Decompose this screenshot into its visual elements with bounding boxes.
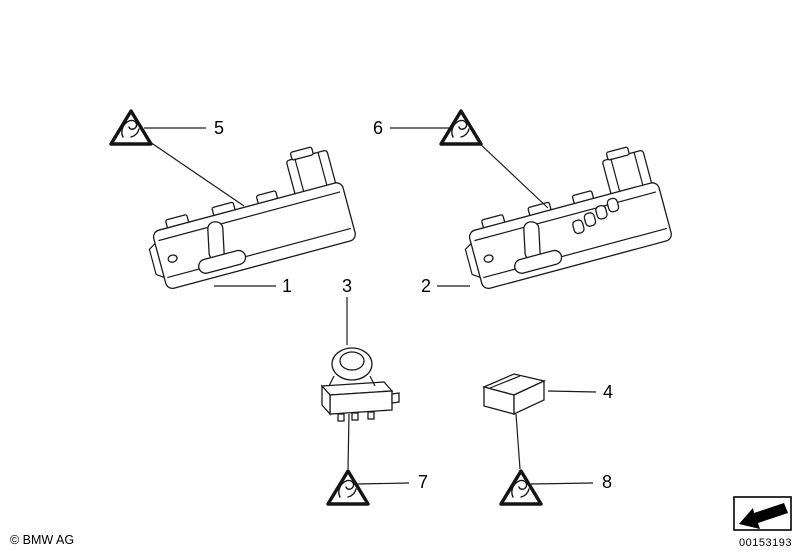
leader-line-4-to-triangle-8	[515, 413, 521, 470]
warning-triangle-7-icon	[326, 469, 370, 506]
memory-buttons	[572, 197, 620, 235]
callout-label-2[interactable]: 2	[420, 276, 432, 296]
callout-lines	[144, 127, 597, 485]
leader-line-6-to-switch	[477, 141, 549, 209]
right-seat-switch-drawing	[449, 141, 674, 293]
image-number: 00153193	[739, 537, 792, 549]
pin	[337, 413, 345, 422]
pin	[351, 412, 359, 421]
left-seat-switch-drawing	[133, 141, 358, 293]
callout-label-5[interactable]: 5	[213, 118, 225, 138]
copyright-notice: © BMW AG	[10, 533, 75, 547]
callout-label-4[interactable]: 4	[602, 382, 614, 402]
knob-collar	[328, 375, 376, 387]
leader-line-5-to-switch	[149, 141, 245, 207]
round-adjustment-switch-drawing	[320, 347, 400, 422]
direction-arrow-icon	[739, 503, 788, 529]
callout-line-4	[547, 390, 597, 393]
warning-triangle-8-icon	[499, 469, 543, 506]
callout-label-7[interactable]: 7	[417, 472, 429, 492]
callout-label-1[interactable]: 1	[281, 276, 293, 296]
pin	[367, 411, 375, 420]
callout-label-6[interactable]: 6	[372, 118, 384, 138]
direction-of-travel-icon	[733, 496, 792, 531]
leader-line-3-to-triangle-7	[347, 413, 350, 470]
callout-line-8	[530, 482, 594, 485]
callout-label-8[interactable]: 8	[601, 472, 613, 492]
callout-line-7	[356, 482, 410, 485]
callout-label-3[interactable]: 3	[341, 276, 353, 296]
side-tab	[391, 392, 400, 404]
small-switch-drawing	[482, 373, 546, 416]
